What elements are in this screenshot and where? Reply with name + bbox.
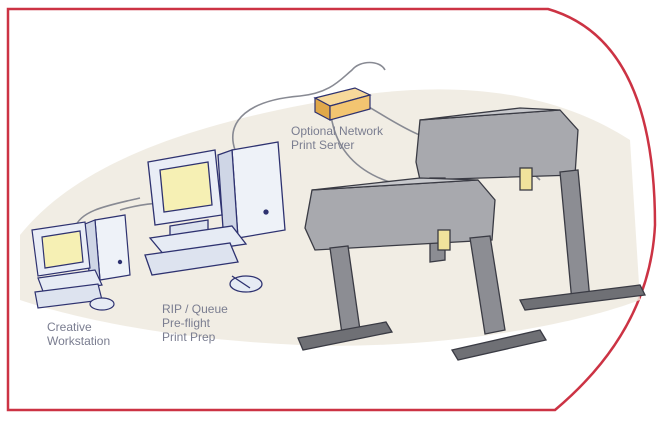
creative-caption-line-1: Creative <box>47 320 110 334</box>
rip-queue-caption-line-1: RIP / Queue <box>162 302 228 316</box>
creative-workstation-caption: Creative Workstation <box>47 320 110 348</box>
rip-queue-caption: RIP / Queue Pre-flight Print Prep <box>162 302 228 344</box>
print-server-caption: Optional Network Print Server <box>291 124 383 152</box>
creative-caption-line-2: Workstation <box>47 334 110 348</box>
print-server-caption-line-2: Print Server <box>291 138 383 152</box>
rip-queue-caption-line-2: Pre-flight <box>162 316 228 330</box>
print-server-caption-line-1: Optional Network <box>291 124 383 138</box>
rip-queue-caption-line-3: Print Prep <box>162 330 228 344</box>
